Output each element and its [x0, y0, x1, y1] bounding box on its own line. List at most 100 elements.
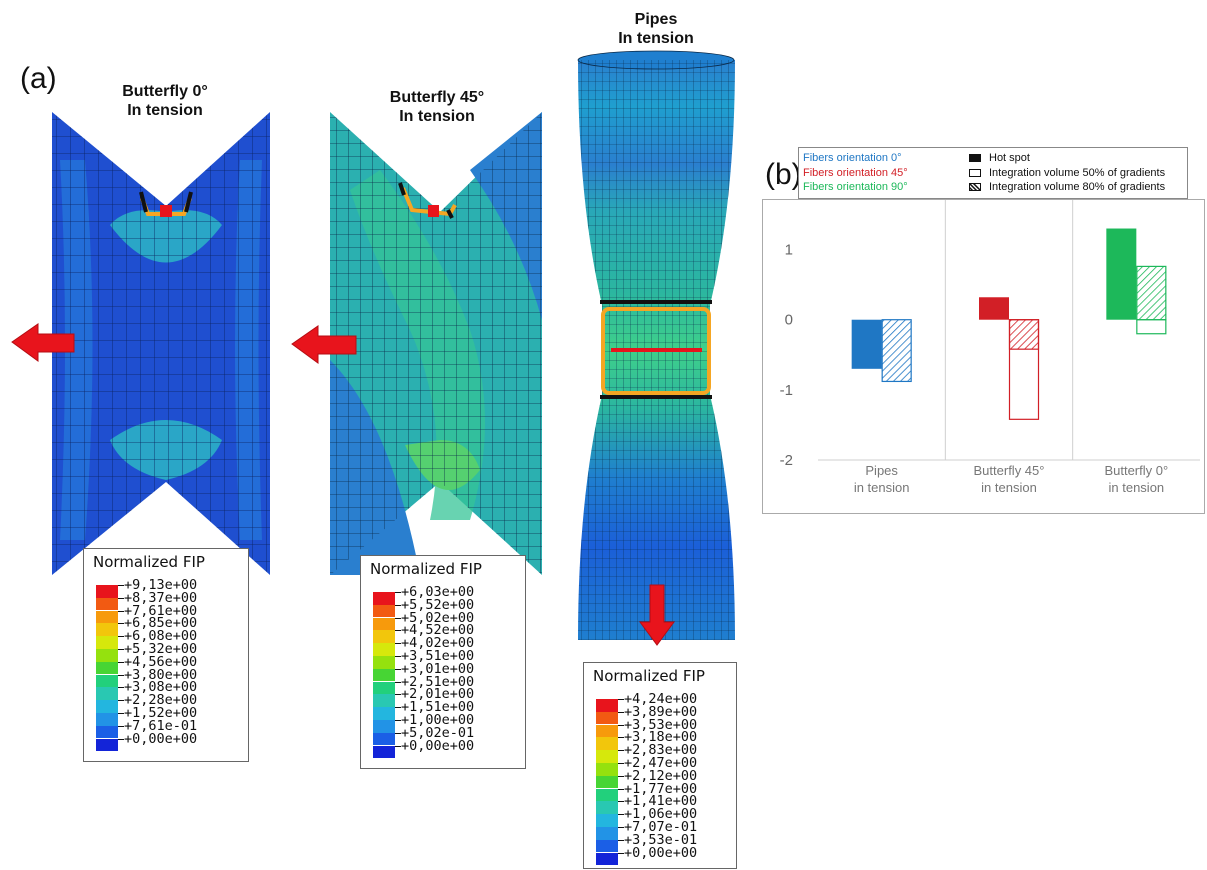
butterfly45-legend-tick: [395, 656, 401, 657]
butterfly0-title-line2: In tension: [127, 102, 203, 119]
pipes-title-line1: Pipes: [634, 11, 678, 28]
butterfly0-color-swatch: [96, 674, 118, 688]
pipes-legend-tick: [618, 737, 624, 739]
butterfly0-color-swatch: [96, 725, 118, 739]
x-category-label: in tension: [1109, 480, 1165, 495]
style-legend-50: Integration volume 50% of gradients: [967, 166, 1165, 181]
style-legend-hotspot-label: Hot spot: [989, 152, 1030, 164]
y-tick-label: 0: [785, 312, 793, 329]
pipes-color-swatch: [596, 852, 618, 866]
butterfly0-color-swatch: [96, 597, 118, 611]
chart-legend: Fibers orientation 0° Fibers orientation…: [798, 147, 1188, 199]
pipes-color-swatch: [596, 724, 618, 738]
butterfly0-color-swatch: [96, 687, 118, 700]
pipes-legend-value: +3,53e+00: [624, 716, 698, 733]
butterfly45-legend-tick: [395, 604, 401, 606]
pipes-color-swatch: [596, 827, 618, 840]
butterfly45-color-swatch: [373, 656, 395, 669]
butterfly45-legend-value: +6,03e+00: [401, 584, 475, 600]
butterfly45-legend-value: +2,01e+00: [401, 686, 475, 703]
pipes-color-swatch: [596, 699, 618, 712]
butterfly45-color-swatch: [373, 720, 395, 733]
x-category-label: in tension: [981, 480, 1037, 495]
pipes-legend-value: +1,41e+00: [624, 793, 698, 810]
style-legend-hotspot: Hot spot: [967, 151, 1165, 166]
butterfly45-color-swatch: [373, 681, 395, 695]
butterfly0-color-swatch: [96, 661, 118, 675]
butterfly0-color-swatch: [96, 585, 118, 598]
fiber-legend: Fibers orientation 0° Fibers orientation…: [803, 151, 908, 195]
butterfly0-color-swatch: [96, 636, 118, 649]
integration-80-bar: [1008, 319, 1040, 350]
butterfly45-legend-value: +4,52e+00: [401, 622, 475, 639]
butterfly0-legend-tick: [118, 725, 124, 727]
pipes-legend-tick: [618, 724, 624, 726]
butterfly0-legend-tick: [118, 597, 124, 599]
pipes-legend-value: +1,77e+00: [624, 780, 698, 797]
butterfly45-load-arrow: [291, 325, 357, 364]
pipes-legend-value: +0,00e+00: [624, 844, 698, 861]
pipes-legend-tick: [618, 763, 624, 764]
pipes-title: Pipes In tension: [586, 10, 726, 48]
butterfly45-legend-tick: [395, 707, 401, 709]
pipes-load-arrow: [639, 584, 675, 646]
butterfly45-legend-value: +5,02e+00: [401, 609, 475, 626]
panel-a-label: (a): [20, 62, 57, 95]
butterfly0-legend-value: +8,37e+00: [124, 589, 198, 606]
butterfly45-color-swatch: [373, 745, 395, 759]
butterfly0-legend-value: +6,08e+00: [124, 628, 198, 645]
pipes-legend-tick: [618, 788, 624, 790]
butterfly45-specimen: [330, 112, 542, 575]
pipes-legend-tick: [618, 775, 624, 777]
butterfly45-title-line2: In tension: [399, 108, 475, 125]
y-tick-label: 1: [785, 242, 793, 259]
butterfly0-legend-tick: [118, 713, 124, 714]
butterfly0-legend-tick: [118, 674, 124, 676]
butterfly45-title: Butterfly 45° In tension: [367, 88, 507, 126]
butterfly45-color-swatch: [373, 668, 395, 682]
pipes-legend-tick: [618, 852, 624, 854]
solid-swatch-icon: [969, 154, 981, 162]
hot-spot-bar: [979, 297, 1009, 320]
pipes-color-swatch: [596, 763, 618, 776]
butterfly45-legend-value: +5,02e-01: [401, 724, 475, 741]
hot-spot-bar: [851, 319, 882, 369]
pipes-legend-tick: [618, 711, 624, 713]
pipes-legend-value: +7,07e-01: [624, 819, 698, 835]
pipes-legend-value: +3,18e+00: [624, 729, 698, 746]
x-category-label: Butterfly 45°: [974, 463, 1045, 478]
pipes-legend-value: +4,24e+00: [624, 691, 698, 707]
butterfly45-legend: Normalized FIP +6,03e+00+5,52e+00+5,02e+…: [360, 555, 526, 769]
butterfly0-legend-tick: [118, 610, 124, 612]
pipes-title-line2: In tension: [618, 30, 694, 47]
butterfly0-legend-tick: [118, 700, 124, 702]
butterfly45-legend-tick: [395, 732, 401, 734]
integration-50-bar: [1136, 319, 1167, 335]
pipes-legend-value: +2,47e+00: [624, 755, 698, 771]
butterfly45-title-line1: Butterfly 45°: [389, 89, 485, 106]
butterfly45-legend-value: +3,51e+00: [401, 648, 475, 664]
butterfly0-legend-value: +7,61e+00: [124, 602, 198, 619]
pipes-color-swatch: [596, 801, 618, 814]
pipes-legend-value: +2,83e+00: [624, 742, 698, 759]
butterfly45-legend-value: +3,01e+00: [401, 660, 475, 677]
integration-80-bar: [1136, 265, 1167, 321]
butterfly0-legend: Normalized FIP +9,13e+00+8,37e+00+7,61e+…: [83, 548, 249, 762]
butterfly0-color-swatch: [96, 610, 118, 624]
style-legend-50-label: Integration volume 50% of gradients: [989, 166, 1166, 179]
pipes-legend: Normalized FIP +4,24e+00+3,89e+00+3,53e+…: [583, 662, 737, 869]
butterfly45-legend-tick: [395, 681, 401, 683]
butterfly45-color-swatch: [373, 617, 395, 631]
x-category-label: Butterfly 0°: [1104, 463, 1168, 478]
pipes-legend-title: Normalized FIP: [593, 667, 705, 685]
butterfly0-legend-value: +5,32e+00: [124, 641, 198, 657]
butterfly45-color-swatch: [373, 707, 395, 720]
butterfly45-legend-value: +5,52e+00: [401, 596, 475, 613]
butterfly45-legend-tick: [395, 694, 401, 696]
butterfly45-legend-tick: [395, 630, 401, 632]
butterfly45-color-swatch: [373, 604, 395, 618]
butterfly0-legend-value: +4,56e+00: [124, 653, 198, 670]
butterfly45-color-swatch: [373, 732, 395, 746]
